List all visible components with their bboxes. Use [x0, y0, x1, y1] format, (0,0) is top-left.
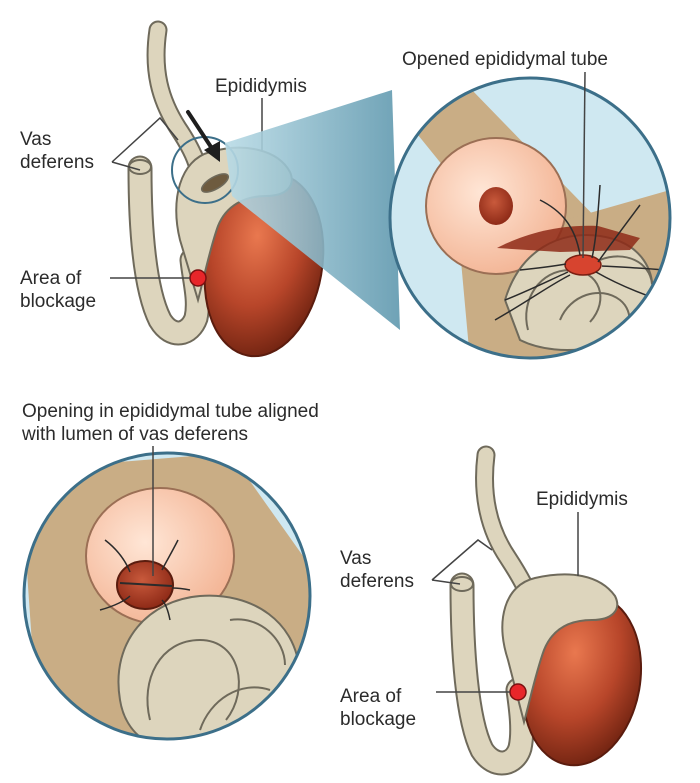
- label-line: blockage: [340, 709, 417, 730]
- label-opening-aligned: Opening in epididymal tube aligned with …: [22, 400, 319, 446]
- label-epididymis-top: Epididymis: [215, 76, 307, 97]
- label-epididymis-bottom: Epididymis: [536, 489, 628, 510]
- label-blockage-top: Area of blockage: [20, 267, 96, 313]
- label-vas-deferens-bottom: Vas deferens: [340, 547, 414, 593]
- label-line: Area of: [340, 686, 402, 707]
- label-vas-deferens-top: Vas deferens: [20, 128, 94, 174]
- label-line: Opening in epididymal tube aligned: [22, 401, 319, 422]
- label-line: Vas: [340, 548, 372, 569]
- label-line: deferens: [340, 571, 414, 592]
- blockage-dot-top: [189, 269, 207, 287]
- label-line: Vas: [20, 129, 52, 150]
- aligned-circle: [22, 446, 312, 741]
- label-line: blockage: [20, 291, 97, 312]
- label-blockage-bottom: Area of blockage: [340, 685, 416, 731]
- label-line: with lumen of vas deferens: [22, 424, 249, 445]
- anatomy-bottom: [431, 445, 643, 776]
- epididymis-bottom: [501, 573, 619, 726]
- label-line: deferens: [20, 152, 94, 173]
- arrow-icon: [186, 110, 215, 152]
- zoom-beam: [225, 90, 400, 330]
- vas-lumen: [479, 187, 513, 225]
- zoom-circle: [388, 71, 672, 360]
- label-line: Area of: [20, 268, 82, 289]
- blockage-dot-bottom: [509, 683, 527, 701]
- label-opened-tube: Opened epididymal tube: [402, 49, 608, 70]
